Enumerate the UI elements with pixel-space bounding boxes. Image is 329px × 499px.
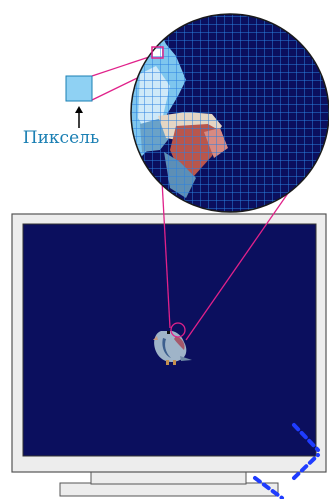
monitor-stand-base xyxy=(59,482,279,497)
up-arrow-icon xyxy=(75,106,83,128)
pigeon-sprite xyxy=(153,331,192,365)
zoom-source-circle xyxy=(170,322,186,338)
pixel-label: Пиксель xyxy=(22,128,100,148)
watermark-strokes xyxy=(253,423,320,499)
magnified-view xyxy=(130,13,329,213)
pixel-sample xyxy=(65,75,93,102)
highlighted-pixel xyxy=(151,46,164,59)
